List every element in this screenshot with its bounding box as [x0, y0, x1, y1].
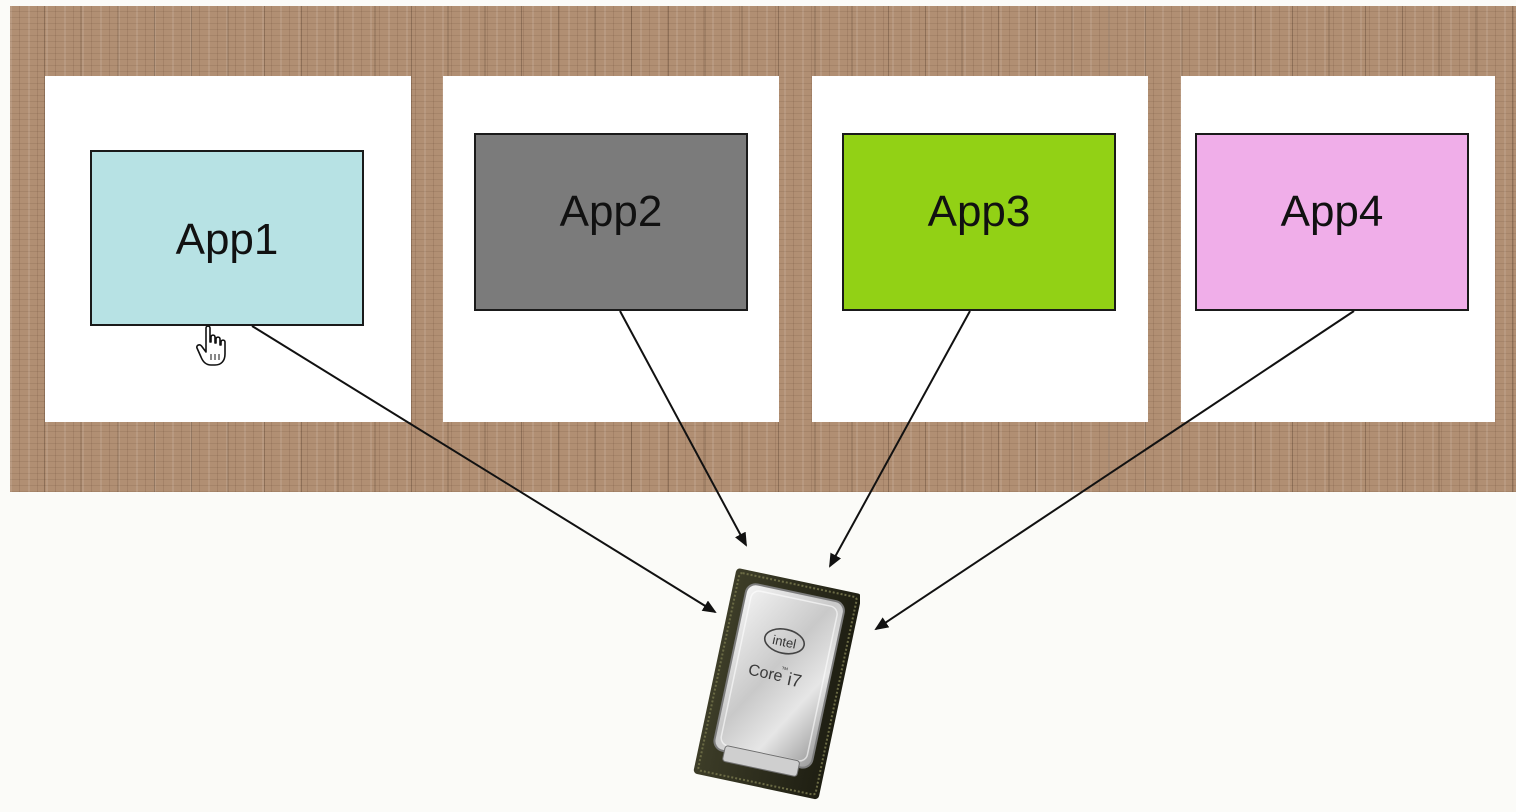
hand-pointer-icon [196, 325, 226, 366]
cpu-model-suffix: i7 [786, 669, 804, 691]
app2-box[interactable]: App2 [474, 133, 748, 311]
arrow-app4-to-cpu [874, 310, 1355, 631]
app1-box[interactable]: App1 [90, 150, 364, 326]
app1-label: App1 [175, 215, 279, 264]
cpu-trademark: ™ [780, 666, 788, 674]
arrow-app2-to-cpu [619, 310, 747, 547]
arrow-app3-to-cpu [829, 310, 971, 568]
cpu-brand-text: intel [771, 632, 798, 652]
app4-label: App4 [1280, 187, 1384, 236]
cpu-model-prefix: Core [747, 662, 785, 686]
arrow-app1-to-cpu [251, 325, 717, 614]
app3-label: App3 [927, 187, 1031, 236]
app3-box[interactable]: App3 [842, 133, 1116, 311]
app2-label: App2 [559, 187, 663, 236]
app4-box[interactable]: App4 [1195, 133, 1469, 311]
cpu-chip-icon: intel Core ™ i7 [693, 568, 860, 800]
